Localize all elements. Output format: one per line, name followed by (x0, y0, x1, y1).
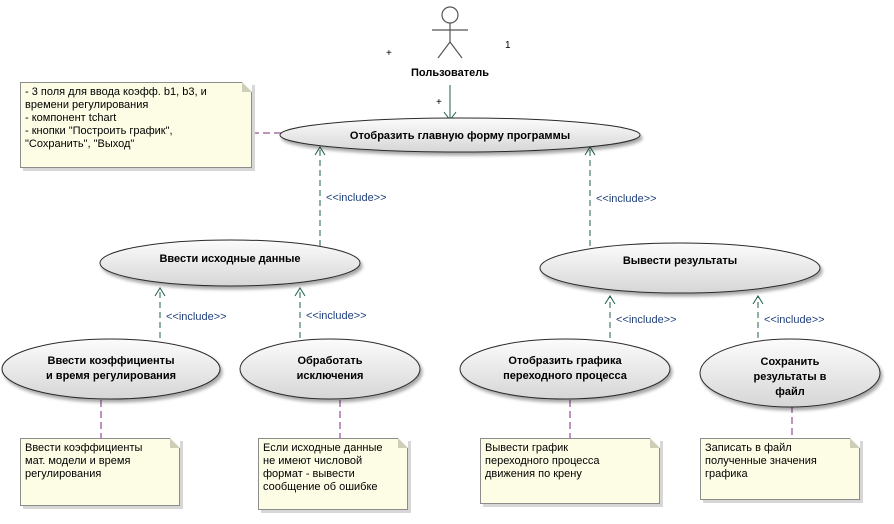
uc-main-label: Отобразить главную форму программы (350, 130, 570, 142)
uc-save (699, 338, 881, 408)
uc-graph-label-1: Отобразить графика (508, 355, 622, 367)
uc-input (99, 239, 361, 287)
include-label-output-main: <<include>> (596, 193, 657, 205)
uc-coef-label-2: и время регулирования (46, 370, 176, 382)
uc-save-label-3: файл (775, 386, 805, 398)
actor-label: Пользователь (411, 67, 489, 79)
use-case-ellipses (1, 117, 881, 408)
include-label-coef: <<include>> (166, 311, 227, 323)
note-links (100, 132, 793, 438)
actor-mult-left: + (386, 48, 392, 59)
actor-head (441, 6, 459, 24)
actor-leg-right (449, 41, 463, 59)
include-label-save: <<include>> (764, 314, 825, 326)
uc-output-label: Вывести результаты (623, 255, 737, 267)
uc-save-label-2: результаты в (754, 371, 827, 383)
uc-coef (1, 338, 221, 400)
uc-output (539, 242, 821, 294)
actor-user (432, 6, 468, 59)
uc-coef-label-1: Ввести коэффициенты (48, 355, 175, 367)
association-actor-main (443, 85, 457, 121)
uc-exc-label-2: исключения (297, 370, 364, 382)
include-arrowheads (154, 146, 764, 305)
note-main-form: - 3 поля для ввода коэфф. b1, b3, и врем… (20, 82, 252, 168)
include-lines (159, 147, 759, 338)
note-exceptions: Если исходные данные не имеют числовой ф… (258, 438, 408, 510)
note-save: Записать в файл полученные значения граф… (700, 438, 860, 500)
uc-exceptions (239, 338, 421, 400)
assoc-mult: + (436, 97, 442, 108)
include-label-graph: <<include>> (616, 314, 677, 326)
include-label-exc: <<include>> (306, 310, 367, 322)
include-label-input-main: <<include>> (326, 192, 387, 204)
note-coefficients: Ввести коэффициенты мат. модели и время … (20, 438, 180, 506)
actor-leg-left (437, 41, 451, 59)
uc-main (279, 117, 641, 153)
uc-save-label-1: Сохранить (761, 356, 820, 368)
note-graph: Вывести график переходного процесса движ… (480, 438, 660, 504)
actor-mult-right: 1 (505, 40, 511, 51)
uc-graph (459, 338, 671, 400)
uc-input-label: Ввести исходные данные (159, 253, 300, 265)
uc-exc-label-1: Обработать (297, 355, 362, 367)
uc-graph-label-2: переходного процесса (503, 370, 628, 382)
